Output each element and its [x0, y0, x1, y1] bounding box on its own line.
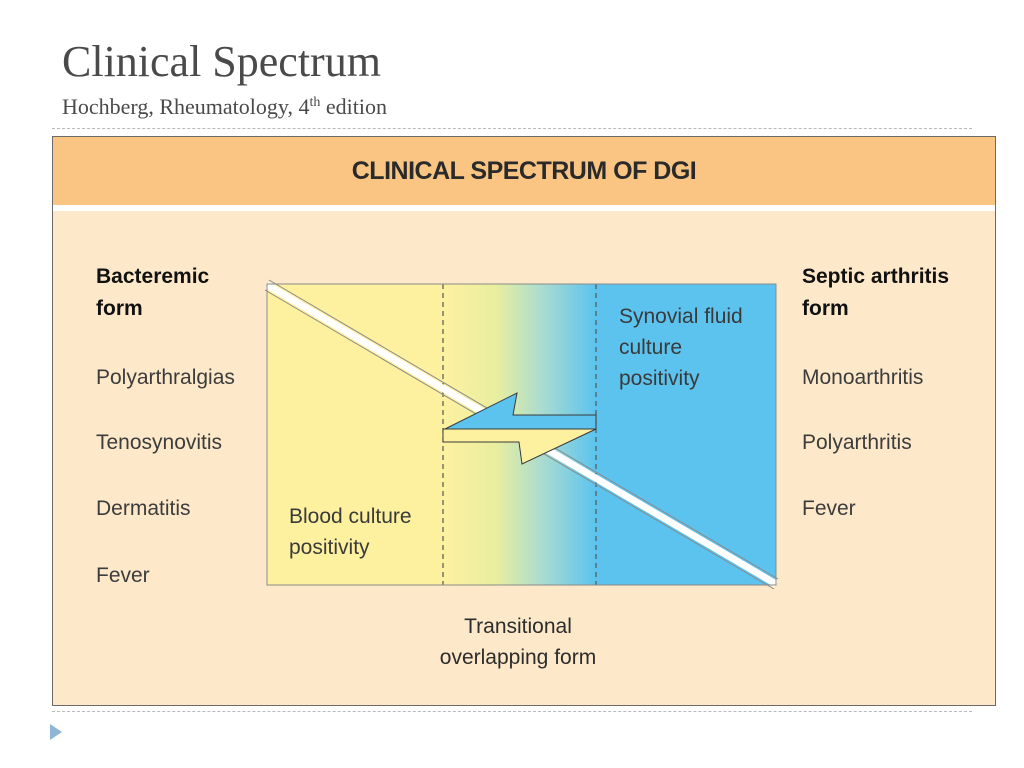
left-item-1: Polyarthralgias [96, 366, 235, 389]
subtitle-superscript: th [309, 95, 321, 110]
left-item-4: Fever [96, 564, 150, 587]
right-item-3: Fever [802, 497, 856, 520]
yellow-arrow [442, 428, 597, 465]
slide-subtitle: Hochberg, Rheumatology, 4th edition [62, 96, 387, 118]
subtitle-main: Hochberg, Rheumatology, 4 [62, 94, 310, 119]
figure-header-band [53, 137, 995, 211]
bottom-divider [52, 711, 972, 712]
left-item-3: Dermatitis [96, 497, 191, 520]
subtitle-end: edition [320, 94, 387, 119]
slide-title: Clinical Spectrum [62, 37, 381, 86]
right-item-2: Polyarthritis [802, 431, 912, 454]
left-item-2: Tenosynovitis [96, 431, 223, 454]
diagram-border [266, 283, 777, 586]
figure-title: CLINICAL SPECTRUM OF DGI [351, 157, 697, 185]
right-item-1: Monoarthritis [802, 366, 924, 389]
top-divider [52, 128, 972, 129]
spectrum-diagram [264, 279, 779, 590]
bullet-arrow-icon [50, 724, 62, 740]
